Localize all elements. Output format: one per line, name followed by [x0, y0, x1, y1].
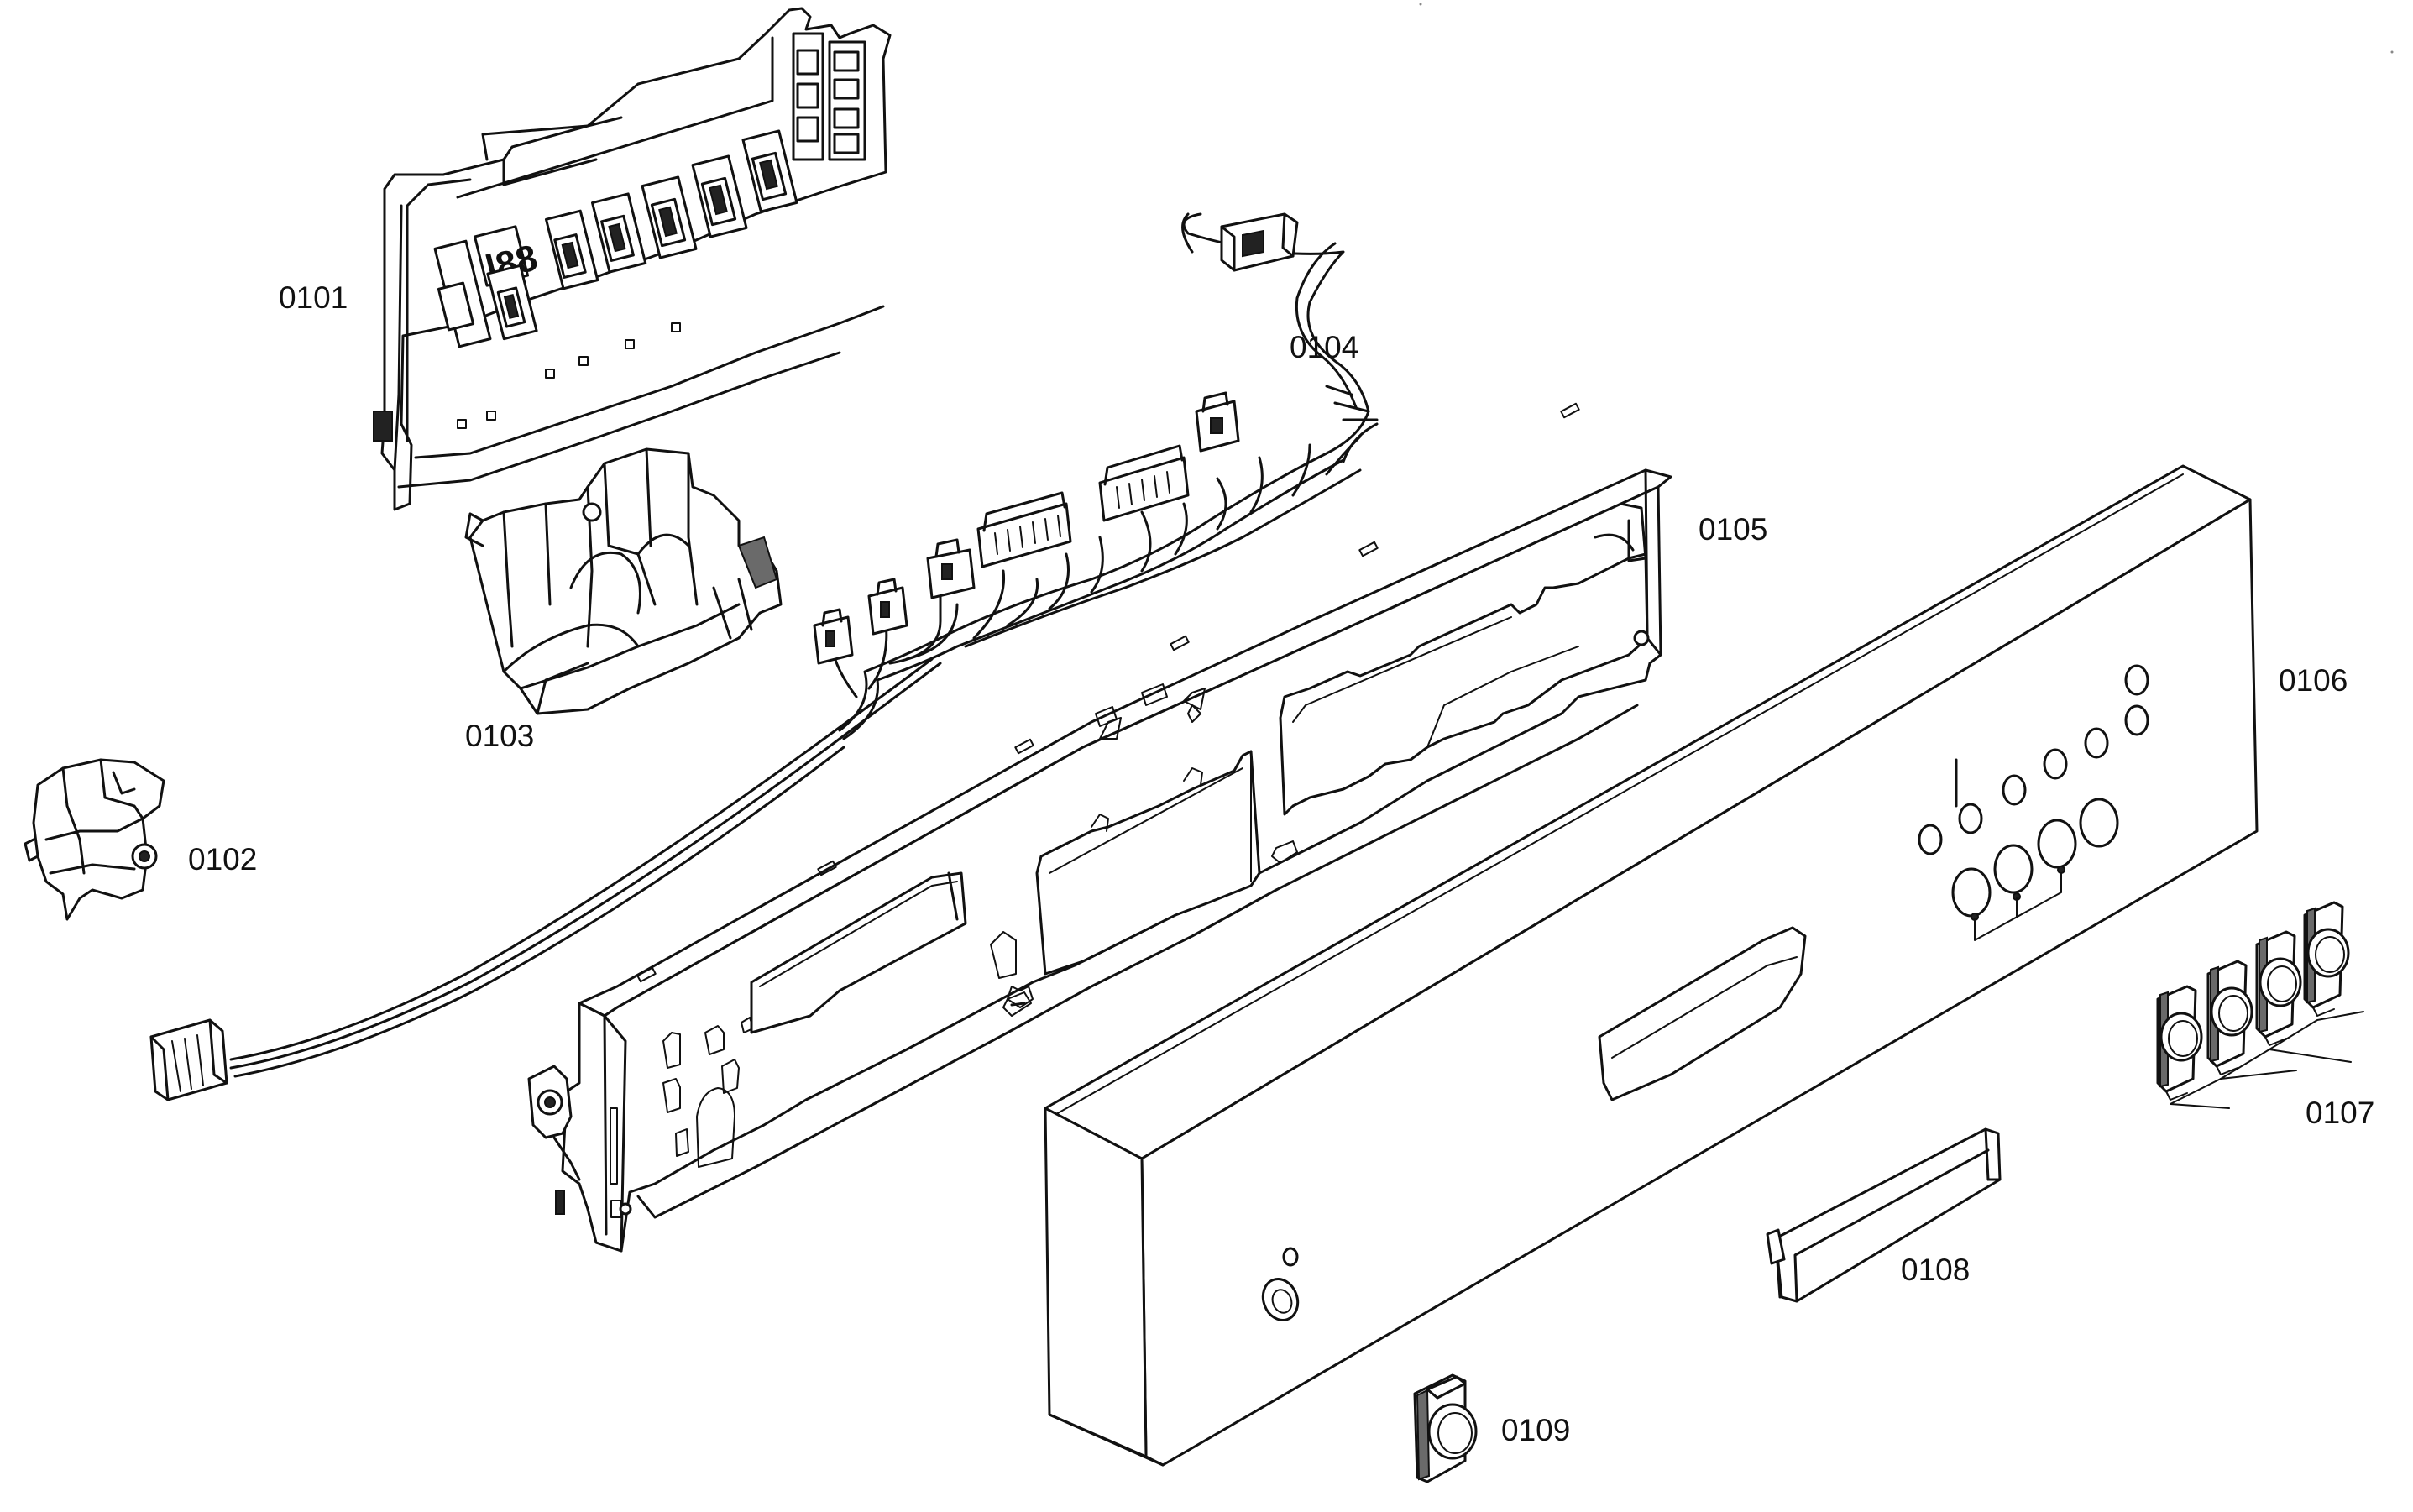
control-panel-frame-icon — [527, 402, 1672, 1253]
part-label-0109: 0109 — [1501, 1413, 1570, 1447]
power-button-icon — [1413, 1373, 1478, 1483]
part-label-0101: 0101 — [279, 280, 348, 315]
part-label-0106: 0106 — [2279, 663, 2348, 698]
scan-speck — [2390, 50, 2394, 54]
scan-speck — [1419, 3, 1422, 6]
wire-harness-icon — [149, 212, 1379, 1101]
part-label-0107: 0107 — [2306, 1096, 2374, 1130]
part-label-0103: 0103 — [465, 719, 534, 753]
front-facia-panel-icon — [1044, 464, 2259, 1467]
push-button-set-icon — [2156, 901, 2364, 1109]
electronic-control-module-icon: l88 — [373, 7, 892, 511]
door-latch-icon — [24, 758, 165, 921]
part-label-0105: 0105 — [1699, 512, 1767, 547]
part-label-0102: 0102 — [188, 842, 257, 876]
part-label-0104: 0104 — [1290, 330, 1358, 364]
handle-trim-strip-icon — [1766, 1127, 2002, 1303]
dispenser-actuator-icon — [464, 447, 783, 715]
part-label-0108: 0108 — [1901, 1253, 1970, 1287]
